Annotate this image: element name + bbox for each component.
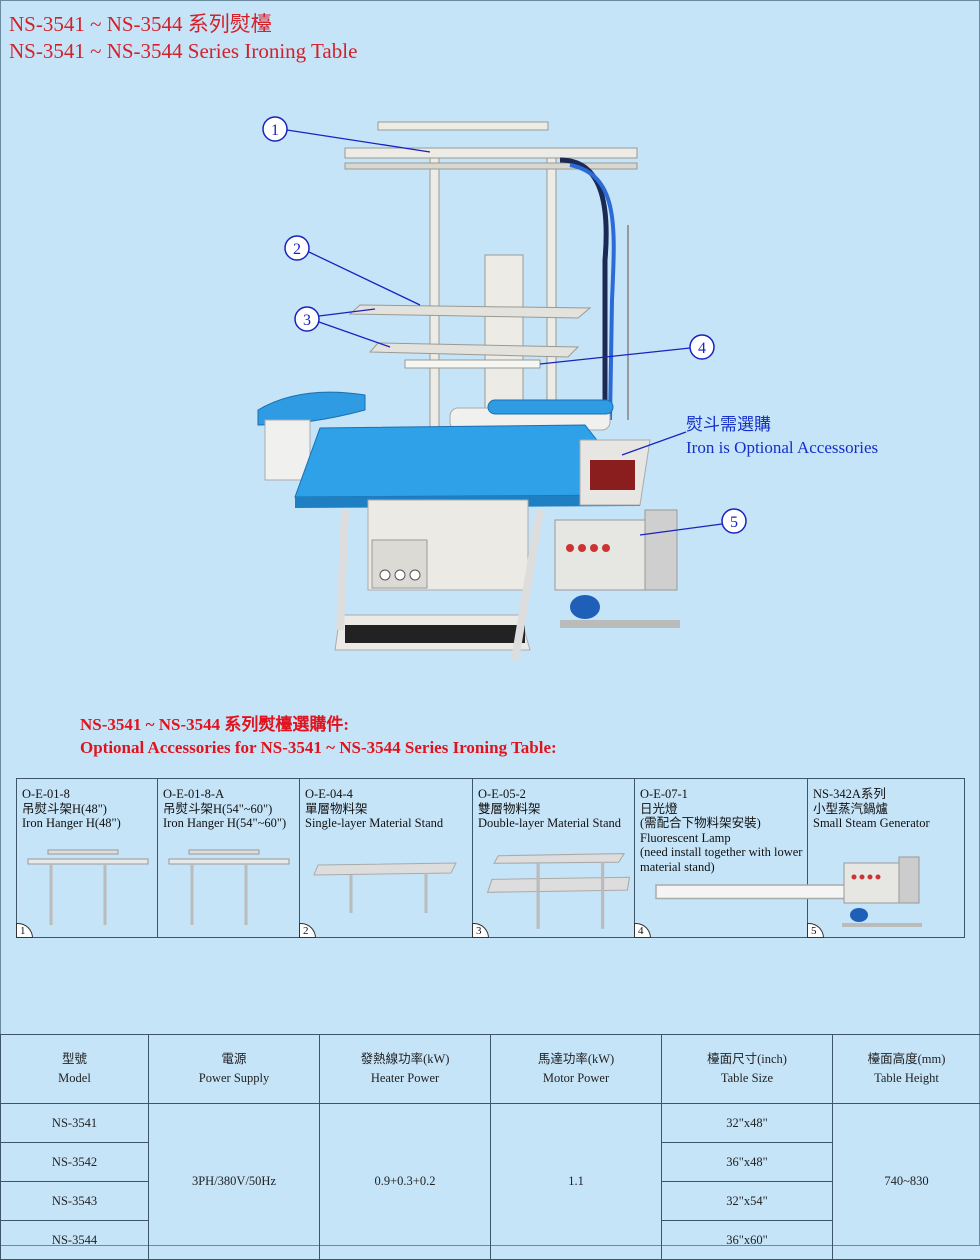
accessory-fluorescent-lamp: O-E-07-1 日光燈 (需配合下物料架安裝) Fluorescent Lam… [635,779,808,938]
accessories-table: O-E-01-8 吊熨斗架H(48") Iron Hanger H(48") 1… [16,778,965,938]
accessory-name-zh: 吊熨斗架H(54"~60") [163,802,295,817]
accessory-code: O-E-04-4 [305,787,468,802]
accessory-code: O-E-05-2 [478,787,630,802]
accessory-name-en: Iron Hanger H(48") [22,816,153,831]
accessory-name-en: Fluorescent Lamp [640,831,803,846]
accessory-code: O-E-01-8-A [163,787,295,802]
callout-5: 5 [730,514,738,531]
accessory-name-zh: 單層物料架 [305,802,468,817]
single-stand-image [306,845,466,931]
accessories-title-en: Optional Accessories for NS-3541 ~ NS-35… [80,737,557,759]
table-size-cell: 32"x48" [662,1104,833,1143]
power-supply-cell: 3PH/380V/50Hz [149,1104,320,1260]
accessory-code: NS-342A系列 [813,787,960,802]
model-cell: NS-3544 [1,1221,149,1260]
accessory-name-en: Small Steam Generator [813,816,960,831]
accessory-note-en: (need install together with lower materi… [640,845,803,874]
model-cell: NS-3543 [1,1182,149,1221]
accessories-title-zh: NS-3541 ~ NS-3544 系列熨檯選購件: [80,714,349,736]
header-zh: 型號 [2,1050,147,1069]
iron-hanger-frame [345,122,637,448]
iron-note-en: Iron is Optional Accessories [686,437,878,459]
table-size-cell: 36"x48" [662,1143,833,1182]
accessory-name-zh: 雙層物料架 [478,802,630,817]
model-cell: NS-3541 [1,1104,149,1143]
title-en: NS-3541 ~ NS-3544 Series Ironing Table [9,38,357,64]
accessory-note-zh: (需配合下物料架安裝) [640,816,803,831]
accessory-double-stand: O-E-05-2 雙層物料架 Double-layer Material Sta… [473,779,635,938]
header-en: Motor Power [492,1069,660,1088]
steam-generator-image [814,845,959,931]
callout-4: 4 [698,340,706,357]
header-zh: 馬達功率(kW) [492,1050,660,1069]
header-en: Table Size [663,1069,831,1088]
header-zh: 發熱線功率(kW) [321,1050,489,1069]
header-motor-power: 馬達功率(kW)Motor Power [491,1035,662,1104]
accessory-name-en: Double-layer Material Stand [478,816,630,831]
double-stand-image [479,845,640,931]
accessory-name-zh: 吊熨斗架H(48") [22,802,153,817]
accessory-name-zh: 小型蒸汽鍋爐 [813,802,960,817]
accessory-name-zh: 日光燈 [640,802,803,817]
accessory-hanger-54-60: O-E-01-8-A 吊熨斗架H(54"~60") Iron Hanger H(… [158,779,300,938]
header-en: Table Height [834,1069,979,1088]
table-row: NS-3541 3PH/380V/50Hz 0.9+0.3+0.2 1.1 32… [1,1104,980,1143]
accessory-steam-generator: NS-342A系列 小型蒸汽鍋爐 Small Steam Generator 5 [808,779,965,938]
model-cell: NS-3542 [1,1143,149,1182]
iron-note-zh: 熨斗需選購 [686,414,771,436]
header-heater-power: 發熱線功率(kW)Heater Power [320,1035,491,1104]
header-en: Power Supply [150,1069,318,1088]
callout-1: 1 [271,122,279,139]
header-table-height: 檯面高度(mm)Table Height [833,1035,980,1104]
accessory-name-en: Single-layer Material Stand [305,816,468,831]
iron-hanger-image [164,845,294,931]
iron-hanger-image [23,845,153,931]
header-table-size: 檯面尺寸(inch)Table Size [662,1035,833,1104]
steam-generator [555,510,680,628]
table-height-cell: 740~830 [833,1104,980,1260]
accessory-code: O-E-07-1 [640,787,803,802]
header-zh: 檯面尺寸(inch) [663,1050,831,1069]
accessory-name-en: Iron Hanger H(54"~60") [163,816,295,831]
accessory-hanger-48: O-E-01-8 吊熨斗架H(48") Iron Hanger H(48") 1 [17,779,158,938]
accessory-code: O-E-01-8 [22,787,153,802]
header-zh: 檯面高度(mm) [834,1050,979,1069]
accessory-number: 4 [634,923,651,938]
table-size-cell: 32"x54" [662,1182,833,1221]
ironing-table-illustration: 1 2 3 4 5 [0,90,980,670]
title-zh: NS-3541 ~ NS-3544 系列熨檯 [9,11,272,37]
heater-power-cell: 0.9+0.3+0.2 [320,1104,491,1260]
header-zh: 電源 [150,1050,318,1069]
callout-3: 3 [303,312,311,329]
header-en: Heater Power [321,1069,489,1088]
callout-2: 2 [293,241,301,258]
motor-power-cell: 1.1 [491,1104,662,1260]
table-size-cell: 36"x60" [662,1221,833,1260]
header-en: Model [2,1069,147,1088]
accessory-single-stand: O-E-04-4 單層物料架 Single-layer Material Sta… [300,779,473,938]
